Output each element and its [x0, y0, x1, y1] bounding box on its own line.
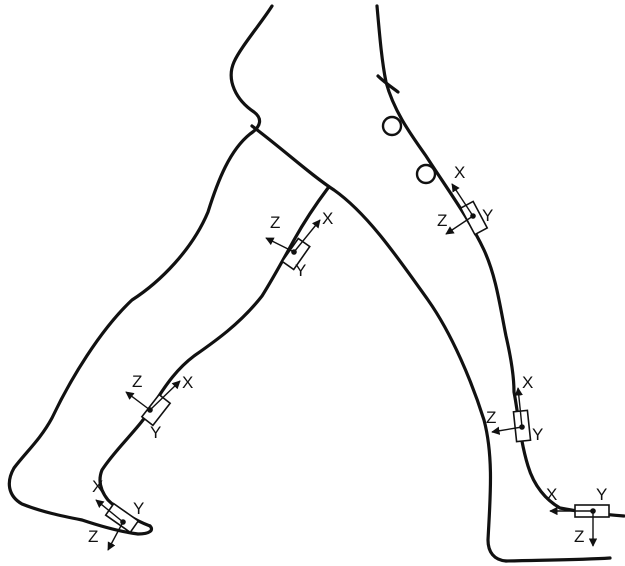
- right-foot-sole-contour: [506, 558, 610, 561]
- right-leg-front-contour: [377, 6, 624, 516]
- y-axis-label: Y: [295, 261, 306, 280]
- sensor-right-foot: X Z Y: [546, 485, 609, 546]
- z-axis-label: Z: [132, 372, 142, 391]
- z-axis-label: Z: [437, 211, 447, 230]
- y-axis-label: Y: [482, 206, 493, 225]
- x-axis-label: X: [322, 209, 333, 228]
- x-axis-label: X: [522, 373, 533, 392]
- z-axis-arrow: [126, 392, 150, 410]
- z-axis-label: Z: [88, 527, 98, 546]
- x-axis-label: X: [182, 373, 193, 392]
- hip-marker-upper: [383, 117, 401, 135]
- crotch-contour: [252, 126, 506, 561]
- x-axis-label: X: [546, 485, 557, 504]
- z-axis-label: Z: [270, 213, 280, 232]
- z-axis-label: Z: [574, 527, 584, 546]
- sensor-left-shank: X Z Y: [126, 372, 193, 442]
- z-axis-label: Z: [486, 408, 496, 427]
- y-axis-label: Y: [133, 499, 144, 518]
- sensor-left-foot: X Z Y: [88, 477, 144, 550]
- sensor-right-thigh: X Z Y: [437, 163, 493, 235]
- y-axis-label: Y: [150, 423, 161, 442]
- left-leg-back-contour: [9, 6, 272, 534]
- y-axis-label: Y: [596, 485, 607, 504]
- y-axis-label: Y: [532, 425, 543, 444]
- z-axis-arrow: [108, 522, 123, 550]
- x-axis-label: X: [92, 477, 103, 496]
- sensor-box: [142, 395, 170, 426]
- x-axis-label: X: [454, 163, 465, 182]
- left-leg-front-contour: [100, 188, 328, 526]
- hip-marker-lower: [417, 165, 435, 183]
